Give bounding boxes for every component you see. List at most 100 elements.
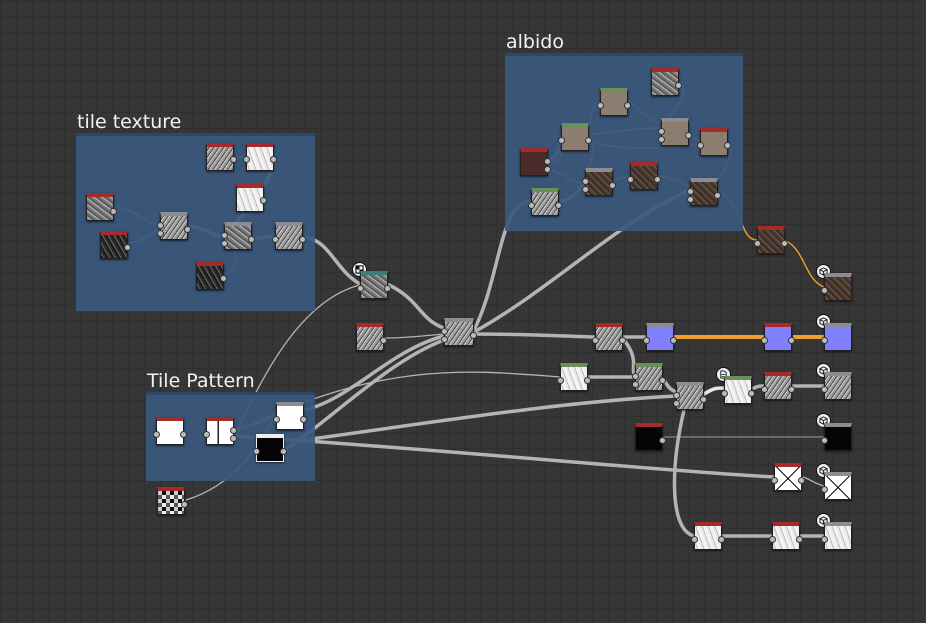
node-color[interactable]	[697, 128, 731, 156]
node-ao-levels[interactable]	[769, 522, 803, 550]
port[interactable]	[691, 536, 698, 543]
port[interactable]	[673, 392, 680, 399]
port[interactable]	[230, 427, 237, 434]
node-blend[interactable]	[221, 222, 255, 250]
node-levels[interactable]	[721, 376, 755, 404]
port[interactable]	[221, 232, 228, 239]
node-texture-input[interactable]	[100, 231, 131, 259]
port[interactable]	[781, 240, 788, 247]
port[interactable]	[761, 386, 768, 393]
node-blend[interactable]	[673, 382, 707, 410]
port[interactable]	[796, 536, 803, 543]
port[interactable]	[528, 202, 535, 209]
node-pattern[interactable]	[203, 417, 237, 445]
port[interactable]	[299, 236, 306, 243]
port[interactable]	[384, 285, 391, 292]
port[interactable]	[270, 156, 277, 163]
node-blend[interactable]	[687, 178, 721, 206]
port[interactable]	[700, 396, 707, 403]
node-output-metallic[interactable]	[821, 423, 852, 451]
port[interactable]	[230, 156, 237, 163]
node-blend[interactable]	[272, 222, 306, 250]
port[interactable]	[632, 373, 639, 380]
port[interactable]	[675, 82, 682, 89]
port[interactable]	[582, 186, 589, 193]
port[interactable]	[658, 136, 665, 143]
port[interactable]	[619, 337, 626, 344]
port[interactable]	[643, 337, 650, 344]
port[interactable]	[357, 285, 364, 292]
node-output-normal[interactable]	[821, 323, 852, 351]
node-texture-input[interactable]	[651, 68, 682, 96]
port[interactable]	[748, 390, 755, 397]
node-texture-input[interactable]	[243, 143, 277, 171]
port[interactable]	[821, 536, 828, 543]
node-metallic-input[interactable]	[635, 423, 666, 451]
port[interactable]	[788, 386, 795, 393]
port[interactable]	[253, 448, 260, 455]
port[interactable]	[632, 381, 639, 388]
port[interactable]	[153, 431, 160, 438]
node-color[interactable]	[558, 123, 592, 151]
port[interactable]	[203, 431, 210, 438]
port[interactable]	[181, 501, 188, 508]
port[interactable]	[609, 182, 616, 189]
node-output-ao[interactable]	[821, 522, 852, 550]
port[interactable]	[654, 176, 661, 183]
port[interactable]	[243, 156, 250, 163]
port[interactable]	[687, 188, 694, 195]
node-pattern[interactable]	[153, 417, 187, 445]
port[interactable]	[624, 102, 631, 109]
node-blend[interactable]	[632, 363, 666, 391]
node-hub-blend[interactable]	[441, 318, 477, 346]
port[interactable]	[597, 102, 604, 109]
node-normal[interactable]	[643, 323, 677, 351]
port[interactable]	[585, 137, 592, 144]
port[interactable]	[670, 337, 677, 344]
node-normal-input[interactable]	[592, 323, 626, 351]
node-color[interactable]	[597, 88, 631, 116]
port[interactable]	[821, 337, 828, 344]
port[interactable]	[441, 336, 448, 343]
node-normal-blend[interactable]	[761, 323, 795, 351]
port[interactable]	[673, 400, 680, 407]
port[interactable]	[721, 390, 728, 397]
node-texture-input[interactable]	[206, 143, 237, 171]
port[interactable]	[380, 337, 387, 344]
port[interactable]	[157, 230, 164, 237]
port[interactable]	[272, 236, 279, 243]
port[interactable]	[685, 132, 692, 139]
port[interactable]	[110, 208, 117, 215]
port[interactable]	[724, 142, 731, 149]
port[interactable]	[659, 437, 666, 444]
port[interactable]	[658, 128, 665, 135]
port[interactable]	[769, 536, 776, 543]
port[interactable]	[714, 192, 721, 199]
node-texture-input[interactable]	[356, 323, 387, 351]
node-texture-input[interactable]	[86, 193, 117, 221]
port[interactable]	[124, 244, 131, 251]
port[interactable]	[771, 477, 778, 484]
node-blend[interactable]	[582, 168, 616, 196]
port[interactable]	[221, 240, 228, 247]
port[interactable]	[230, 435, 237, 442]
port[interactable]	[300, 416, 307, 423]
port[interactable]	[220, 275, 227, 282]
port[interactable]	[718, 536, 725, 543]
node-texture-input[interactable]	[236, 184, 267, 212]
node-texture-input[interactable]	[196, 262, 227, 290]
node-color[interactable]	[754, 226, 788, 254]
port[interactable]	[557, 377, 564, 384]
port[interactable]	[821, 386, 828, 393]
port[interactable]	[544, 158, 551, 165]
port[interactable]	[582, 178, 589, 185]
port[interactable]	[592, 337, 599, 344]
node-blend[interactable]	[658, 118, 692, 146]
node-pattern[interactable]	[273, 402, 307, 430]
port[interactable]	[248, 236, 255, 243]
node-noise-input[interactable]	[157, 487, 188, 515]
port[interactable]	[821, 287, 828, 294]
node-ao[interactable]	[691, 522, 725, 550]
port[interactable]	[558, 137, 565, 144]
node-output-basecolor[interactable]	[821, 273, 852, 301]
